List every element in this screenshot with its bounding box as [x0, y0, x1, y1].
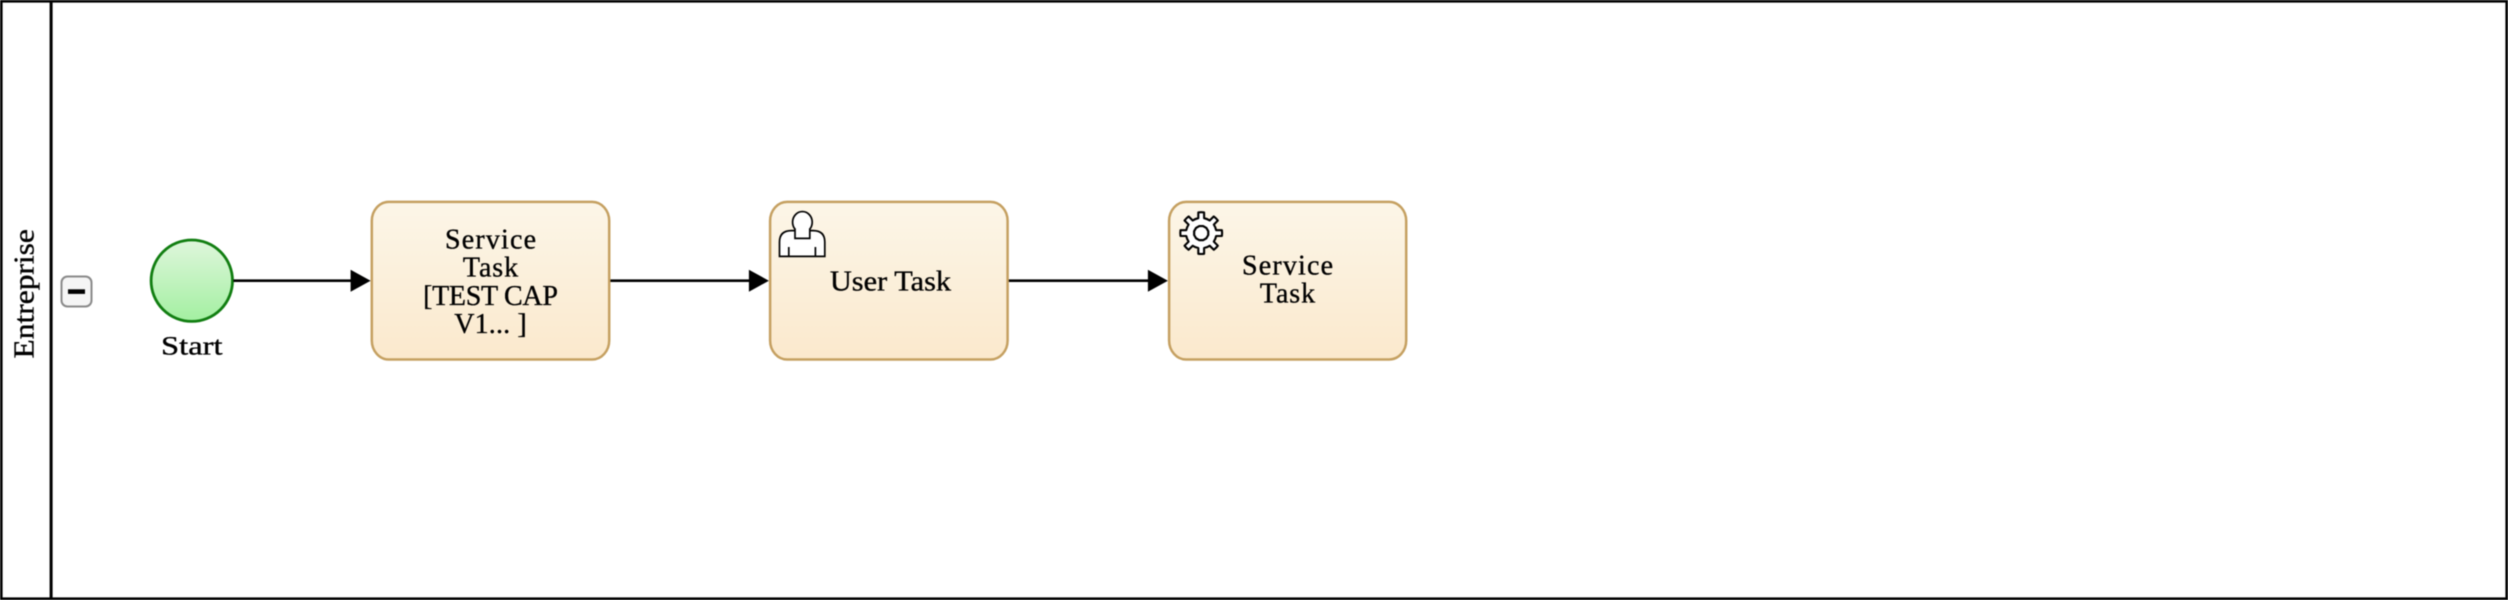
svg-text:Service: Service — [445, 225, 536, 256]
svg-text:Entreprise: Entreprise — [10, 229, 41, 358]
svg-text:Task: Task — [463, 253, 518, 284]
svg-text:Task: Task — [1260, 278, 1315, 309]
svg-text:[TEST CAP: [TEST CAP — [423, 281, 558, 312]
svg-text:Service: Service — [1242, 250, 1333, 281]
svg-text:Start: Start — [161, 332, 223, 361]
svg-text:V1... ]: V1... ] — [454, 309, 527, 340]
svg-text:User Task: User Task — [830, 266, 951, 297]
